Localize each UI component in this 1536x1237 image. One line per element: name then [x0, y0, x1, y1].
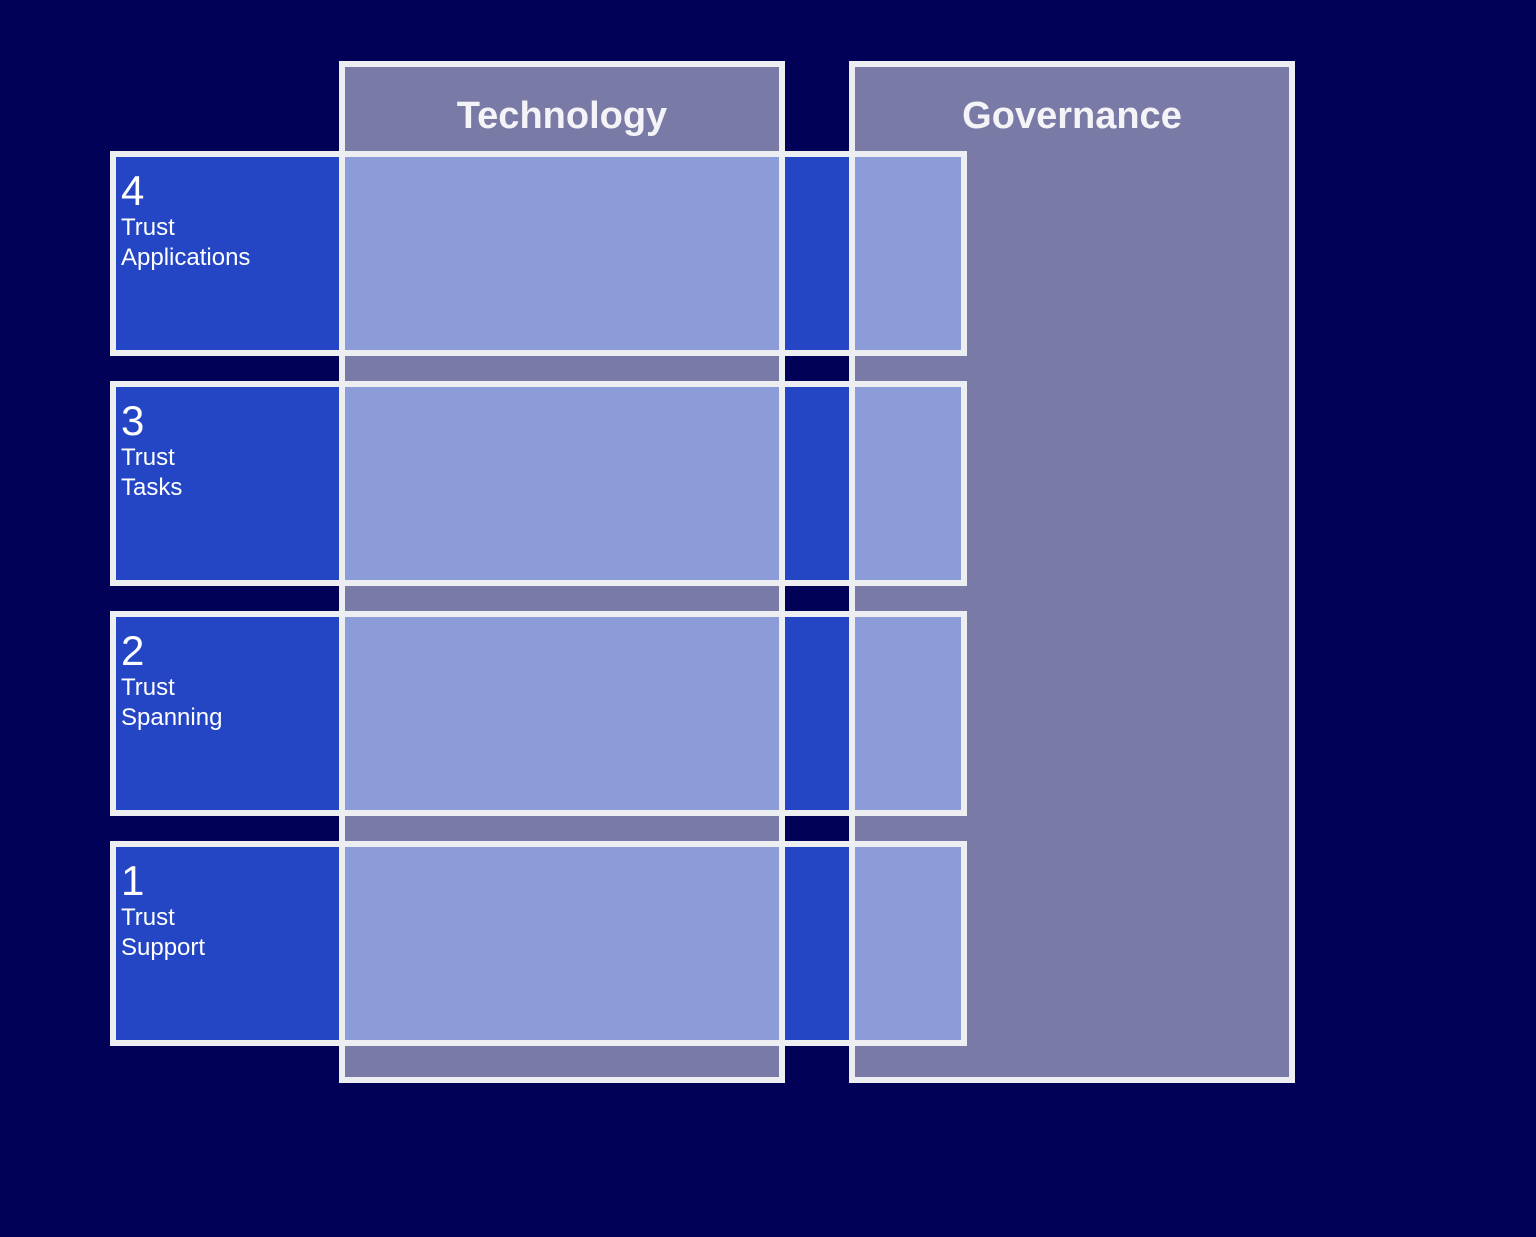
layer-number: 2 — [121, 627, 145, 674]
layer-name-line-1: Trust — [121, 214, 175, 241]
layer-name-line-2: Tasks — [121, 474, 183, 501]
layer-3-governance-cell — [849, 381, 967, 586]
layer-label: 4 Trust Applications — [121, 169, 250, 273]
layer-2-technology-cell — [339, 611, 785, 816]
layer-name-line-2: Support — [121, 934, 206, 961]
layer-number: 4 — [121, 167, 145, 214]
layer-trust-support: 1 Trust Support — [110, 841, 967, 1046]
layer-name-line-2: Applications — [121, 244, 251, 271]
layer-label: 3 Trust Tasks — [121, 399, 182, 503]
layer-name-line-1: Trust — [121, 904, 175, 931]
layer-number: 1 — [121, 857, 145, 904]
layer-1-governance-cell — [849, 841, 967, 1046]
layer-2-governance-cell — [849, 611, 967, 816]
layer-label: 2 Trust Spanning — [121, 629, 222, 733]
layer-4-governance-cell — [849, 151, 967, 356]
layer-label: 1 Trust Support — [121, 859, 205, 963]
layer-trust-tasks: 3 Trust Tasks — [110, 381, 967, 586]
layer-4-technology-cell — [339, 151, 785, 356]
layer-3-technology-cell — [339, 381, 785, 586]
layer-1-technology-cell — [339, 841, 785, 1046]
layer-name-line-2: Spanning — [121, 704, 223, 731]
layer-name-line-1: Trust — [121, 674, 175, 701]
technology-pillar-title: Technology — [456, 95, 668, 137]
layer-number: 3 — [121, 397, 145, 444]
governance-pillar-title: Governance — [962, 95, 1182, 137]
layer-name-line-1: Trust — [121, 444, 175, 471]
layer-trust-spanning: 2 Trust Spanning — [110, 611, 967, 816]
layer-trust-applications: 4 Trust Applications — [110, 151, 967, 356]
